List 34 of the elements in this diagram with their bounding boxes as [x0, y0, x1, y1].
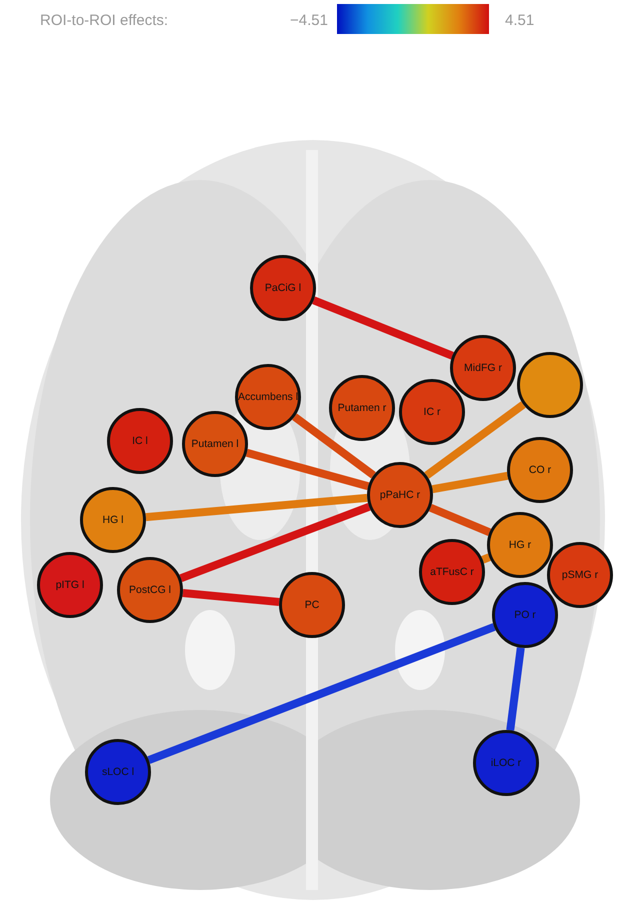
node-label: pITG l [56, 579, 84, 591]
connection-line [292, 413, 376, 479]
node-label: IC r [424, 406, 440, 418]
node-label: CO r [528, 464, 552, 476]
connection-line [506, 647, 525, 731]
connection-line [432, 472, 508, 494]
node-label: sLOC l [102, 766, 134, 778]
connection-line [312, 296, 454, 360]
node-label: IC l [132, 435, 148, 447]
node-label: PO r [514, 609, 536, 621]
connection-line [424, 401, 526, 479]
connection-line [179, 502, 371, 582]
colorbar-tick-label: 4.51 [505, 12, 534, 29]
node-label: HG r [508, 539, 532, 551]
node-label: PaCiG l [264, 282, 302, 294]
node-label: Putamen l [191, 438, 239, 450]
connection-line [481, 553, 491, 564]
node-label: HG l [102, 514, 124, 526]
colorbar-title: ROI-to-ROI effects: [40, 12, 168, 29]
node-label: PC [304, 599, 320, 611]
node-label: iLOC r [490, 757, 522, 769]
node-label: pPaHC r [380, 489, 420, 501]
colorbar-tick-label: −4.51 [290, 12, 328, 29]
node-label: MidFG r [464, 362, 502, 374]
connection-line [147, 623, 496, 764]
connection-line [182, 589, 280, 606]
node-label: Putamen r [338, 402, 386, 414]
node-label: Accumbens l [238, 391, 298, 403]
connection-line [146, 494, 368, 522]
node-label: pSMG r [562, 569, 598, 581]
connection-line [428, 504, 492, 536]
node-label: aTFusC r [430, 566, 474, 578]
node-label: PostCG l [129, 584, 171, 596]
connection-line [246, 448, 370, 490]
